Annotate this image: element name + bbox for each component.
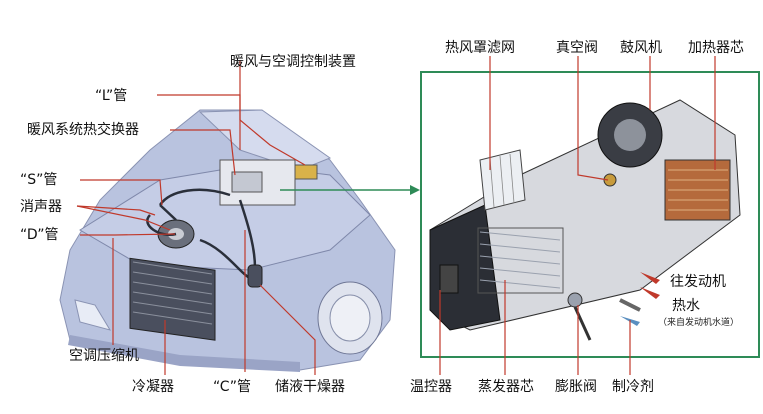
label-condenser: 冷凝器 (132, 379, 174, 395)
label-to-engine: 往发动机 (670, 274, 726, 290)
label-hot-water: 热水 (672, 298, 700, 314)
label-evaporator: 蒸发器芯 (478, 379, 534, 395)
car-illustration (59, 109, 396, 372)
label-heater-core: 加热器芯 (688, 40, 744, 56)
label-compressor: 空调压缩机 (69, 348, 139, 364)
pointer-arrow-head (410, 185, 420, 195)
label-s-pipe: “S”管 (20, 172, 58, 188)
heater-box-car (219, 159, 318, 206)
label-c-pipe: “C”管 (213, 379, 252, 395)
hvac-unit (429, 99, 741, 341)
label-receiver-drier: 储液干燥器 (275, 379, 345, 395)
label-expansion-valve: 膨胀阀 (555, 379, 597, 395)
label-control-device: 暖风与空调控制装置 (230, 54, 356, 70)
label-hot-water-source: （来自发动机水道） (658, 318, 740, 328)
label-refrigerant: 制冷剂 (612, 379, 654, 395)
label-heater-exchanger: 暖风系统热交换器 (27, 122, 139, 138)
label-hot-air-filter: 热风罩滤网 (445, 40, 515, 56)
label-l-pipe: “L”管 (95, 88, 128, 104)
condenser-unit (129, 257, 216, 341)
label-muffler: 消声器 (20, 199, 62, 215)
label-d-pipe: “D”管 (20, 227, 59, 243)
label-thermostat: 温控器 (410, 379, 452, 395)
label-vacuum-valve: 真空阀 (556, 40, 598, 56)
leader-lines (76, 56, 716, 375)
label-blower: 鼓风机 (620, 40, 662, 56)
receiver-drier-unit (247, 264, 263, 288)
